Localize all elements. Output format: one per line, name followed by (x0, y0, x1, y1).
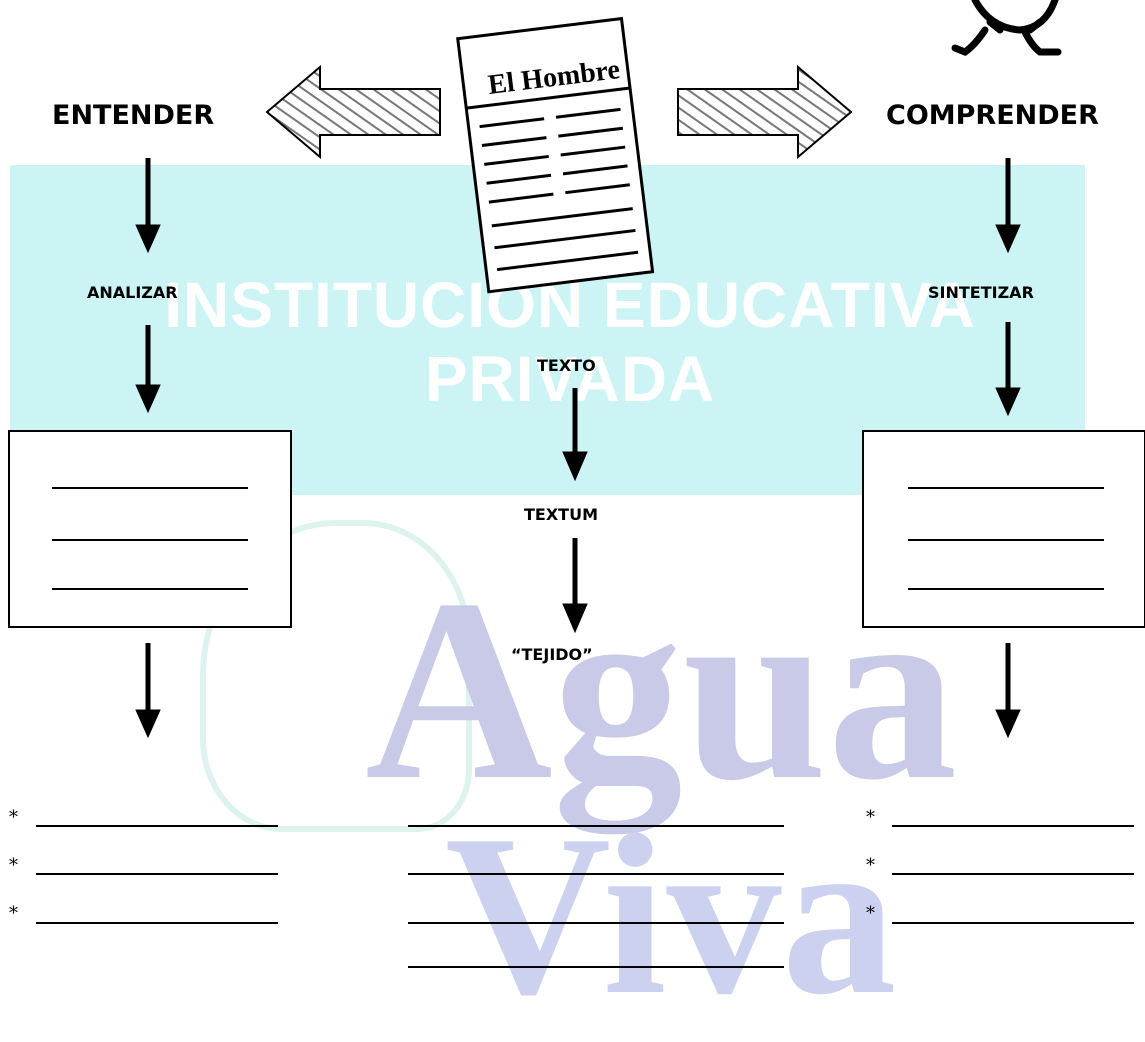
left-bullet-line (36, 825, 278, 827)
texto-label: TEXTO (537, 356, 596, 375)
center-arrows (562, 388, 588, 634)
right-answer-box (862, 430, 1145, 628)
cartoon-figure-icon (951, 0, 1062, 56)
tejido-label: “TEJIDO” (511, 645, 593, 664)
left-bullet-line (36, 922, 278, 924)
left-bullet-star: * (9, 807, 18, 828)
right-box-line (908, 487, 1104, 489)
right-bullet-star: * (866, 855, 875, 876)
left-bullet-line (36, 873, 278, 875)
center-answer-line (408, 966, 784, 968)
right-box-line (908, 539, 1104, 541)
analizar-label: ANALIZAR (87, 283, 178, 302)
entender-title: ENTENDER (52, 100, 215, 131)
right-box-line (908, 588, 1104, 590)
right-bullet-star: * (866, 807, 875, 828)
sintetizar-label: SINTETIZAR (928, 283, 1034, 302)
left-bullet-star: * (9, 855, 18, 876)
right-bullet-line (892, 922, 1134, 924)
comprender-title: COMPRENDER (886, 100, 1099, 131)
left-answer-box (8, 430, 292, 628)
right-bullet-line (892, 873, 1134, 875)
right-hatched-arrow-icon (677, 64, 853, 160)
textum-label: TEXTUM (524, 505, 599, 524)
right-bullet-line (892, 825, 1134, 827)
center-answer-line (408, 825, 784, 827)
watermark-book-icon (200, 520, 472, 832)
left-arrows (135, 158, 161, 739)
right-bullet-star: * (866, 903, 875, 924)
left-hatched-arrow-icon (265, 64, 441, 160)
watermark-agua: Agua (365, 546, 958, 834)
center-answer-line (408, 922, 784, 924)
left-box-line (52, 588, 248, 590)
right-arrows (995, 158, 1021, 739)
diagram-graphics (135, 0, 1062, 739)
left-bullet-star: * (9, 903, 18, 924)
left-box-line (52, 487, 248, 489)
newspaper-icon (456, 16, 655, 294)
left-box-line (52, 539, 248, 541)
center-answer-line (408, 873, 784, 875)
